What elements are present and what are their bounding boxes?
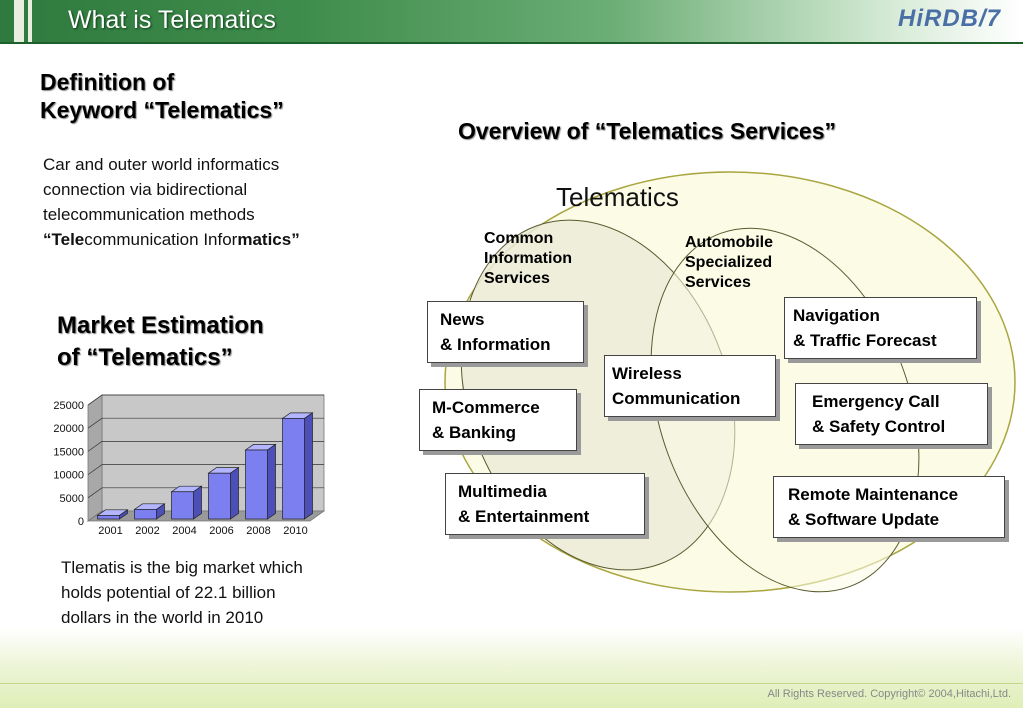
box-line: M-Commerce (432, 398, 540, 417)
telematics-label: Telematics (556, 182, 679, 212)
news-information-box: News & Information (427, 301, 584, 363)
bar (171, 491, 194, 520)
acronym-normal: communication Infor (84, 230, 238, 249)
bar (208, 472, 231, 520)
header-accent-bar-thin (28, 0, 32, 42)
x-tick-label: 2004 (172, 525, 196, 535)
header-accent-bar (14, 0, 24, 42)
common-label-line: Information (484, 250, 572, 267)
definition-line: telecommunication methods (43, 205, 255, 224)
box-line: & Information (440, 335, 551, 354)
y-tick-label: 5000 (60, 493, 84, 505)
bar (282, 418, 305, 520)
overview-title: Overview of “Telematics Services” (458, 118, 836, 144)
acronym-quote-open: “ (43, 230, 52, 249)
common-services-label: Common Information Services (484, 229, 572, 289)
auto-label-line: Services (685, 274, 751, 291)
title-bar: What is Telematics HiRDB/7 (0, 0, 1023, 44)
definition-text: Car and outer world informatics connecti… (43, 152, 300, 252)
box-line: Communication (612, 389, 741, 408)
market-desc-line: Tlematis is the big market which (61, 558, 303, 577)
box-line: Multimedia (458, 482, 547, 501)
box-line: Wireless (612, 364, 682, 383)
auto-label-line: Specialized (685, 254, 773, 271)
box-line: & Banking (432, 423, 517, 442)
market-heading: Market Estimation of “Telematics” (57, 310, 264, 374)
box-line: Navigation (793, 306, 880, 325)
bar (134, 509, 157, 520)
multimedia-entertainment-box: Multimedia & Entertainment (445, 473, 645, 535)
box-line: & Entertainment (458, 507, 590, 526)
x-tick-label: 2001 (98, 525, 122, 535)
footer-band (0, 628, 1023, 708)
box-line: & Software Update (788, 510, 940, 529)
market-heading-line1: Market Estimation (57, 312, 264, 339)
chart-gridline (87, 417, 324, 429)
x-tick-label: 2010 (283, 525, 307, 535)
acronym-bold-tele: Tele (51, 230, 85, 249)
x-tick-label: 2008 (246, 525, 270, 535)
market-heading-line2: of “Telematics” (57, 344, 233, 371)
bar (97, 515, 120, 520)
box-line: & Traffic Forecast (793, 331, 937, 350)
box-line: Remote Maintenance (788, 485, 959, 504)
y-tick-label: 0 (78, 516, 84, 528)
box-line: & Safety Control (812, 417, 946, 436)
common-label-line: Common (484, 230, 554, 247)
box-line: Emergency Call (812, 392, 940, 411)
mcommerce-banking-box: M-Commerce & Banking (419, 389, 577, 451)
y-tick-label: 15000 (53, 446, 84, 458)
remote-maintenance-box: Remote Maintenance & Software Update (773, 476, 1005, 538)
acronym-quote-close: ” (291, 230, 300, 249)
emergency-safety-box: Emergency Call & Safety Control (795, 383, 988, 445)
chart-gridline (87, 441, 324, 452)
auto-label-line: Automobile (685, 234, 773, 251)
market-description: Tlematis is the big market which holds p… (61, 555, 303, 630)
definition-heading-line1: Definition of (40, 69, 175, 95)
market-desc-line: dollars in the world in 2010 (61, 608, 264, 627)
acronym-bold-matics: matics (237, 230, 292, 249)
definition-acronym: “Telecommunication Informatics” (43, 227, 300, 252)
market-bar-chart: 0 5000 10000 15000 20000 25000 2001 2002 2004 200… (53, 394, 326, 535)
common-label-line: Services (484, 270, 550, 287)
box-line: News (440, 310, 485, 329)
wireless-communication-box: Wireless Communication (604, 355, 776, 417)
y-tick-label: 20000 (53, 423, 84, 435)
x-tick-label: 2002 (135, 525, 159, 535)
bar (245, 449, 268, 520)
slide-title: What is Telematics (68, 6, 276, 34)
chart-gridline (87, 394, 324, 406)
automobile-services-label: Automobile Specialized Services (685, 233, 773, 293)
product-logo: HiRDB/7 (897, 5, 1001, 32)
footer-divider (0, 683, 1023, 684)
y-tick-label: 10000 (53, 470, 84, 482)
definition-line: Car and outer world informatics (43, 155, 280, 174)
market-desc-line: holds potential of 22.1 billion (61, 583, 276, 602)
definition-heading-line2: Keyword “Telematics” (40, 97, 284, 123)
definition-heading: Definition of Keyword “Telematics” (40, 68, 284, 124)
navigation-traffic-box: Navigation & Traffic Forecast (784, 297, 977, 359)
definition-line: connection via bidirectional (43, 180, 248, 199)
copyright-notice: All Rights Reserved. Copyright© 2004,Hit… (767, 688, 1012, 700)
x-tick-label: 2006 (209, 525, 233, 535)
y-tick-label: 25000 (53, 400, 84, 412)
